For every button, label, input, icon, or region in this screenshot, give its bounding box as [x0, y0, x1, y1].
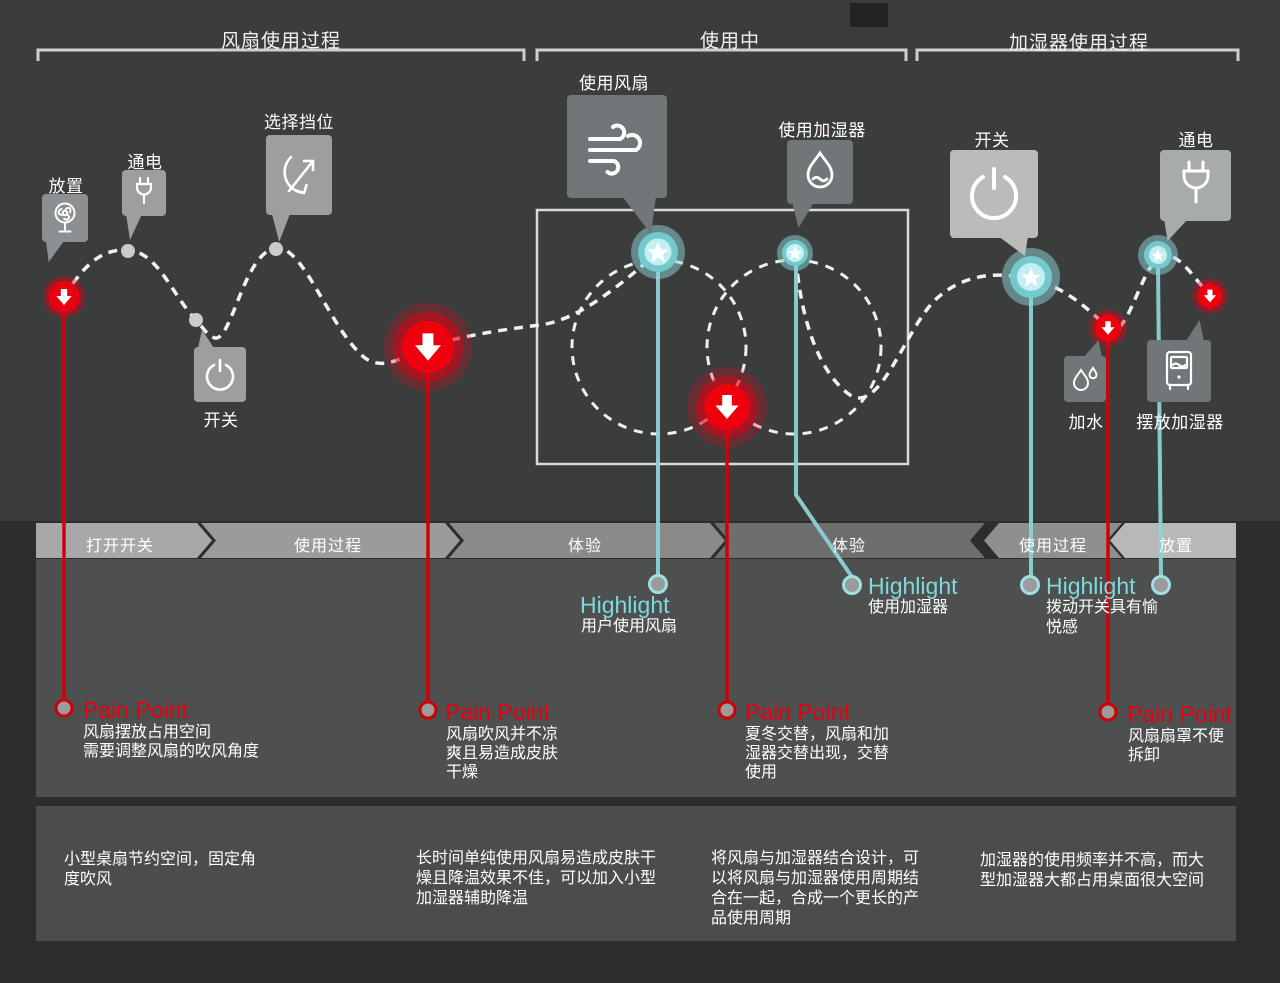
insight-panel	[36, 806, 1236, 941]
band-segment-label: 放置	[1158, 538, 1194, 555]
plug-icon	[135, 176, 153, 205]
switch-right-callout	[950, 150, 1038, 238]
add-water-callout	[1064, 356, 1106, 402]
water-drop-icon	[806, 150, 834, 189]
power-on-right-callout	[1160, 150, 1231, 221]
phase-label-inuse: 使用中	[699, 31, 761, 52]
highlight-text: 拨动开关具有愉 悦感	[1046, 599, 1159, 636]
step-label-switch-right: 开关	[974, 131, 1010, 150]
pain-point-title: Pain Point	[445, 699, 550, 725]
wind-icon	[588, 123, 643, 176]
humidifier-icon	[1165, 350, 1193, 391]
place-fan-callout	[42, 194, 88, 242]
use-fan-callout	[567, 95, 667, 198]
water-drops-icon	[1072, 366, 1098, 391]
plug-icon	[1182, 160, 1209, 203]
step-label-use-humidifier: 使用加湿器	[778, 121, 866, 140]
step-label-power-on-right: 通电	[1178, 131, 1214, 150]
insight-text: 长时间单纯使用风扇易造成皮肤干 燥且降温效果不佳，可以加入小型 加湿器辅助降温	[416, 850, 657, 907]
pain-point-title: Pain Point	[1127, 701, 1232, 727]
pain-point-text: 风扇扇罩不便 拆卸	[1128, 728, 1225, 764]
band-segment-label: 体验	[567, 538, 603, 555]
step-label-power-on-left: 通电	[127, 153, 163, 172]
highlight-title: Highlight	[580, 592, 670, 618]
select-gear-callout	[266, 135, 332, 215]
power-icon	[205, 358, 235, 391]
step-label-switch-left: 开关	[203, 411, 239, 430]
pain-point-title: Pain Point	[83, 697, 188, 723]
pain-point-title: Pain Point	[745, 699, 850, 725]
band-segment-label: 使用过程	[1018, 538, 1088, 555]
pain-point-text: 风扇吹风并不凉 爽且易造成皮肤 干燥	[446, 726, 559, 781]
step-label-add-water: 加水	[1068, 413, 1104, 432]
switch-left-callout	[194, 347, 246, 402]
dark-tab-decoration	[850, 3, 888, 27]
power-on-left-callout	[122, 170, 166, 216]
insight-text: 加湿器的使用频率并不高，而大 型加湿器大都占用桌面很大空间	[980, 852, 1205, 889]
highlight-title: Highlight	[868, 573, 958, 599]
band-segment-label: 体验	[831, 538, 867, 555]
use-humidifier-callout	[787, 140, 853, 204]
step-label-use-fan: 使用风扇	[579, 74, 649, 93]
step-label-select-gear: 选择挡位	[264, 113, 334, 132]
insight-text: 小型桌扇节约空间，固定角 度吹风	[64, 851, 257, 888]
step-label-place-humidifier: 摆放加湿器	[1136, 413, 1224, 432]
highlight-title: Highlight	[1046, 573, 1136, 599]
rotate-select-icon	[283, 155, 315, 195]
band-segment-label: 打开开关	[85, 538, 155, 555]
place-humidifier-callout	[1147, 340, 1211, 402]
pain-point-text: 夏冬交替，风扇和加 湿器交替出现，交替 使用	[745, 726, 890, 781]
phase-label-fan: 风扇使用过程	[220, 31, 342, 52]
pain-highlight-panel	[36, 559, 1236, 797]
band-segment-label: 使用过程	[293, 538, 363, 555]
insight-text: 将风扇与加湿器结合设计，可 以将风扇与加湿器使用周期结 合在一起，合成一个更长的…	[711, 850, 920, 927]
power-icon	[970, 167, 1018, 221]
fan-icon	[54, 202, 76, 233]
phase-label-humidifier: 加湿器使用过程	[1008, 33, 1150, 54]
pain-point-text: 风扇摆放占用空间 需要调整风扇的吹风角度	[83, 724, 260, 760]
highlight-text: 用户使用风扇	[581, 618, 678, 635]
highlight-text: 使用加湿器	[868, 599, 949, 616]
step-label-place-fan: 放置	[48, 177, 84, 196]
